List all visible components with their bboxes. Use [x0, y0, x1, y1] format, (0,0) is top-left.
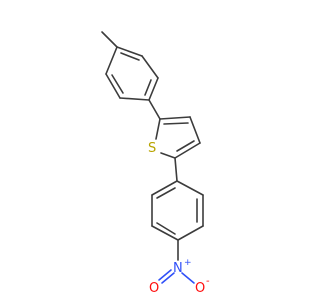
n-o-bond-right	[181, 272, 195, 284]
oxygen-left-label: O	[149, 281, 159, 296]
sulfur-atom-label: S	[148, 141, 156, 156]
bond	[176, 180, 204, 196]
methyl-bond	[101, 31, 118, 48]
bond	[177, 225, 204, 241]
molecule-canvas: S N + O O -	[101, 31, 210, 296]
nitrogen-charge: +	[184, 258, 192, 268]
tolyl-ring	[105, 46, 159, 101]
bond	[116, 46, 143, 57]
nitrogen-atom-label: N	[173, 261, 183, 276]
double-bond	[111, 74, 124, 94]
n-o-double-bond-left	[158, 269, 172, 281]
bond	[151, 180, 178, 196]
bond	[151, 225, 179, 241]
bond	[174, 142, 201, 159]
molecule-structure: S N + O O -	[101, 31, 210, 296]
methyl-group	[101, 31, 118, 48]
bond	[189, 116, 201, 144]
bond	[148, 77, 159, 101]
n-o-bond-left	[161, 272, 175, 284]
nitrophenyl-ring	[151, 180, 204, 241]
double-bond	[120, 52, 140, 61]
double-bond	[144, 79, 152, 96]
oxygen-right-charge: -	[206, 276, 210, 287]
aryl-link-bond	[148, 99, 161, 120]
oxygen-right-label: O	[195, 281, 205, 296]
bond	[119, 97, 150, 101]
double-bond	[176, 140, 195, 152]
bond	[141, 55, 159, 79]
bond	[155, 118, 161, 140]
bond	[105, 46, 118, 75]
double-bond	[163, 122, 189, 125]
thiophene-ring	[155, 116, 201, 159]
double-bond	[156, 222, 176, 235]
bond	[105, 73, 121, 99]
nitro-group	[158, 239, 195, 284]
double-bond	[156, 187, 176, 199]
bond	[159, 116, 191, 120]
bond	[160, 152, 176, 159]
aryl-link-bond	[174, 157, 178, 182]
